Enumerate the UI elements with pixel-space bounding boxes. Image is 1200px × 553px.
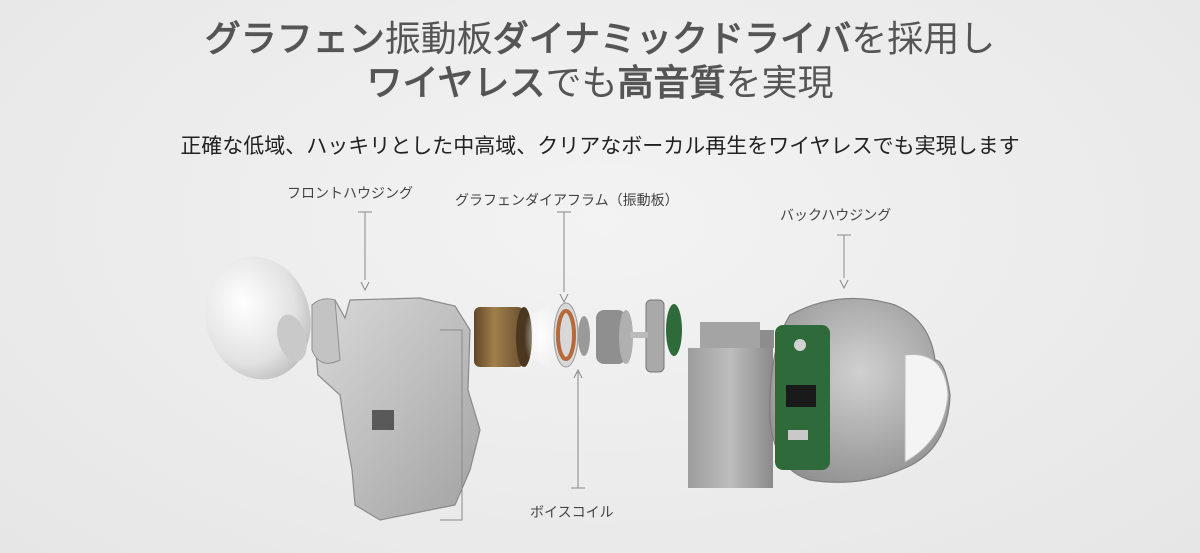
headline-line-2: ワイヤレスでも高音質を実現 — [0, 62, 1200, 106]
headline-line-1: グラフェン振動板ダイナミックドライバを採用し — [0, 18, 1200, 62]
graphene-diaphragm — [553, 302, 579, 368]
magnet-disc — [596, 310, 633, 364]
light-beam — [524, 300, 560, 372]
brass-magnet-cup — [474, 307, 532, 367]
leader-lines — [358, 211, 851, 489]
headline-part: 振動板 — [384, 19, 493, 60]
front-housing — [311, 297, 481, 521]
headline-part: ダイナミックドライバ — [492, 19, 852, 60]
headline-part: 高音質 — [617, 63, 726, 104]
headline-part: グラフェン — [204, 19, 385, 60]
label-voice-coil: ボイスコイル — [530, 505, 614, 521]
headline-part: を実現 — [725, 63, 834, 104]
green-washer — [666, 304, 682, 356]
headline-part: でも — [545, 63, 618, 104]
label-graphene-diaphragm: グラフェンダイアフラム（振動板） — [455, 193, 679, 209]
label-back-housing: バックハウジング — [780, 208, 892, 224]
battery-block — [688, 322, 774, 488]
headline: グラフェン振動板ダイナミックドライバを採用し ワイヤレスでも高音質を実現 — [0, 18, 1200, 106]
ear-tip — [205, 256, 311, 380]
subheadline: 正確な低域、ハッキリとした中高域、クリアなボーカル再生をワイヤレスでも実現します — [180, 134, 1020, 158]
pole-piece — [630, 299, 665, 373]
voice-coil-ring — [578, 316, 590, 356]
headline-part: ワイヤレス — [366, 63, 546, 104]
label-front-housing: フロントハウジング — [287, 186, 413, 202]
headline-part: を採用し — [851, 19, 996, 60]
back-housing — [769, 297, 951, 483]
